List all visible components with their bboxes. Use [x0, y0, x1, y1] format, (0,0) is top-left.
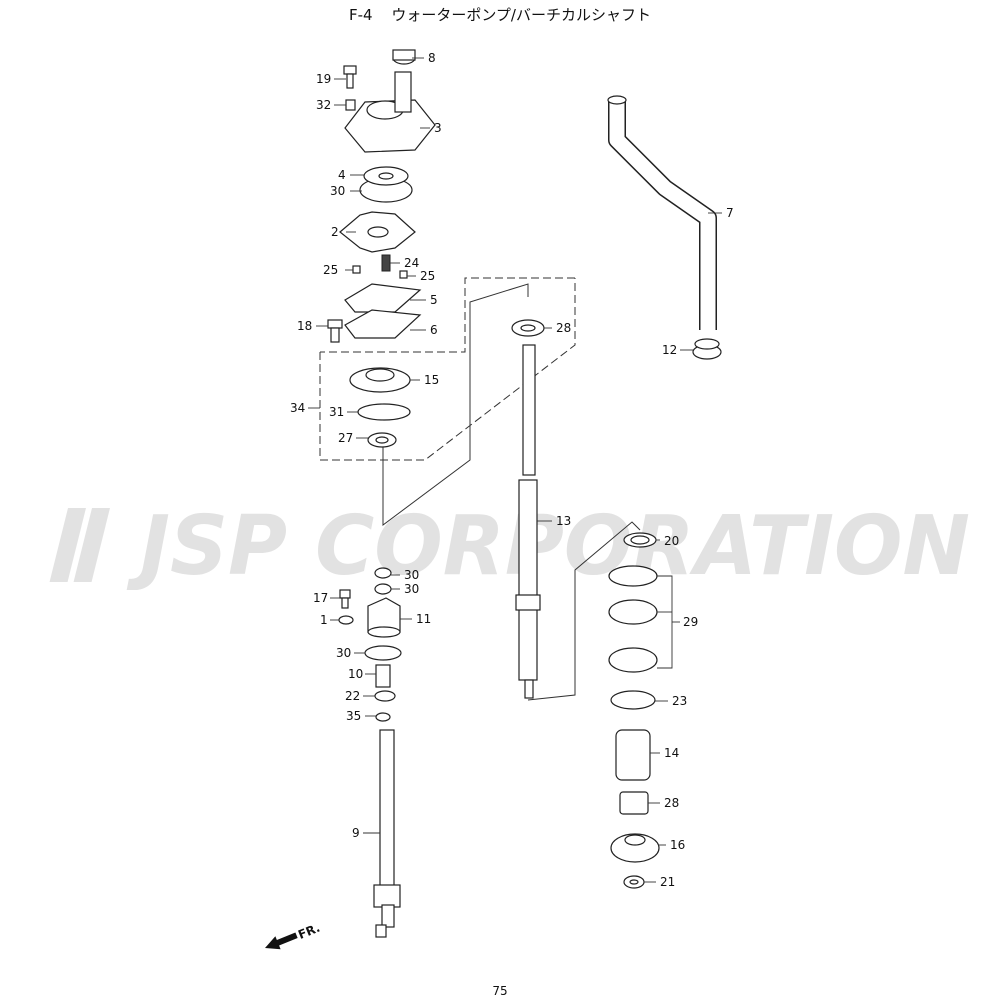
callout-21: 21 [660, 875, 675, 889]
callout-29: 28 [556, 321, 571, 335]
callout-24: 24 [404, 256, 419, 270]
water-tube-7 [607, 95, 717, 330]
o-ring-33 [357, 403, 411, 421]
callout-35: 35 [346, 709, 361, 723]
diagram-title: ウォーターポンプ/バーチカルシャフト [391, 6, 651, 24]
dowel-25-left [352, 265, 361, 274]
o-ring-31 [364, 645, 402, 661]
watermark-text: JSP CORPORATION [126, 500, 970, 590]
bolt-18 [327, 319, 343, 343]
callout-18: 18 [297, 319, 312, 333]
cap-8 [392, 49, 416, 65]
bolt-17 [339, 589, 351, 609]
callout-28: 27 [338, 431, 353, 445]
callout-19: 19 [316, 72, 331, 86]
diagram-code: F-4 [349, 6, 373, 24]
washer-30-lower [374, 583, 392, 595]
liner-4 [359, 166, 413, 203]
dowel-34 [345, 99, 356, 111]
group-frame-13 [527, 521, 641, 701]
gear-bearing-set-27 [608, 565, 658, 673]
washer-22 [374, 690, 396, 702]
washer-1 [338, 615, 354, 625]
page-number: 75 [492, 984, 508, 998]
housing-11 [367, 597, 401, 638]
callout-32: 30 [330, 184, 345, 198]
grommet-12 [692, 338, 722, 360]
callout-23: 23 [672, 694, 687, 708]
callout-16: 16 [670, 838, 685, 852]
bellows-14 [615, 729, 651, 781]
key-24 [381, 254, 391, 272]
front-direction-arrow: FR. [265, 921, 322, 950]
callout-34: 32 [316, 98, 331, 112]
group-frame-36 [319, 277, 576, 526]
seal-28 [367, 432, 397, 448]
bearing-race-20 [623, 532, 657, 548]
callout-27: 29 [683, 615, 698, 629]
callout-8: 8 [428, 51, 436, 65]
callout-36: 34 [290, 401, 305, 415]
bearing-26 [619, 791, 649, 815]
gasket-6 [344, 309, 422, 339]
callout-25-left: 25 [323, 263, 338, 277]
seal-29 [511, 319, 545, 337]
shim-23 [610, 690, 656, 710]
callout-31: 30 [336, 646, 351, 660]
callout-4: 4 [338, 168, 346, 182]
drive-shaft-9 [373, 729, 401, 938]
callout-12: 12 [662, 343, 677, 357]
callout-1: 1 [320, 613, 328, 627]
callout-33: 31 [329, 405, 344, 419]
vertical-shaft-13 [515, 344, 541, 699]
watermark: JSP CORPORATION [49, 500, 970, 590]
callout-13: 13 [556, 514, 571, 528]
pinion-gear-16 [610, 833, 660, 863]
washer-30-upper [374, 567, 392, 579]
pump-case-3 [344, 71, 436, 153]
callout-26: 28 [664, 796, 679, 810]
callout-10: 10 [348, 667, 363, 681]
dowel-25-right [399, 270, 408, 279]
callout-14: 14 [664, 746, 679, 760]
callout-7: 7 [726, 206, 734, 220]
nut-21 [623, 875, 645, 889]
callout-25-right: 25 [420, 269, 435, 283]
callout-30-lower: 30 [404, 582, 419, 596]
callout-9: 9 [352, 826, 360, 840]
spring-10 [375, 664, 391, 688]
direction-label: FR. [296, 921, 322, 942]
impeller-2 [339, 211, 416, 253]
callout-5: 5 [430, 293, 438, 307]
callout-20: 20 [664, 534, 679, 548]
callout-30-upper: 30 [404, 568, 419, 582]
callout-6: 6 [430, 323, 438, 337]
callout-3: 3 [434, 121, 442, 135]
pump-body-15 [349, 367, 411, 393]
callout-2: 2 [331, 225, 339, 239]
page-title: F-4 ウォーターポンプ/バーチカルシャフト [0, 4, 1000, 25]
plate-5 [344, 283, 422, 313]
callout-11: 11 [416, 612, 431, 626]
callout-17: 17 [313, 591, 328, 605]
watermark-logo [49, 508, 111, 582]
callout-15: 15 [424, 373, 439, 387]
arrow-icon [265, 932, 298, 950]
bolt-19 [343, 65, 357, 89]
callout-22: 22 [345, 689, 360, 703]
clip-35 [375, 712, 391, 722]
callouts: 8 19 32 3 4 30 2 24 25 25 5 6 18 28 7 12 [290, 51, 734, 889]
